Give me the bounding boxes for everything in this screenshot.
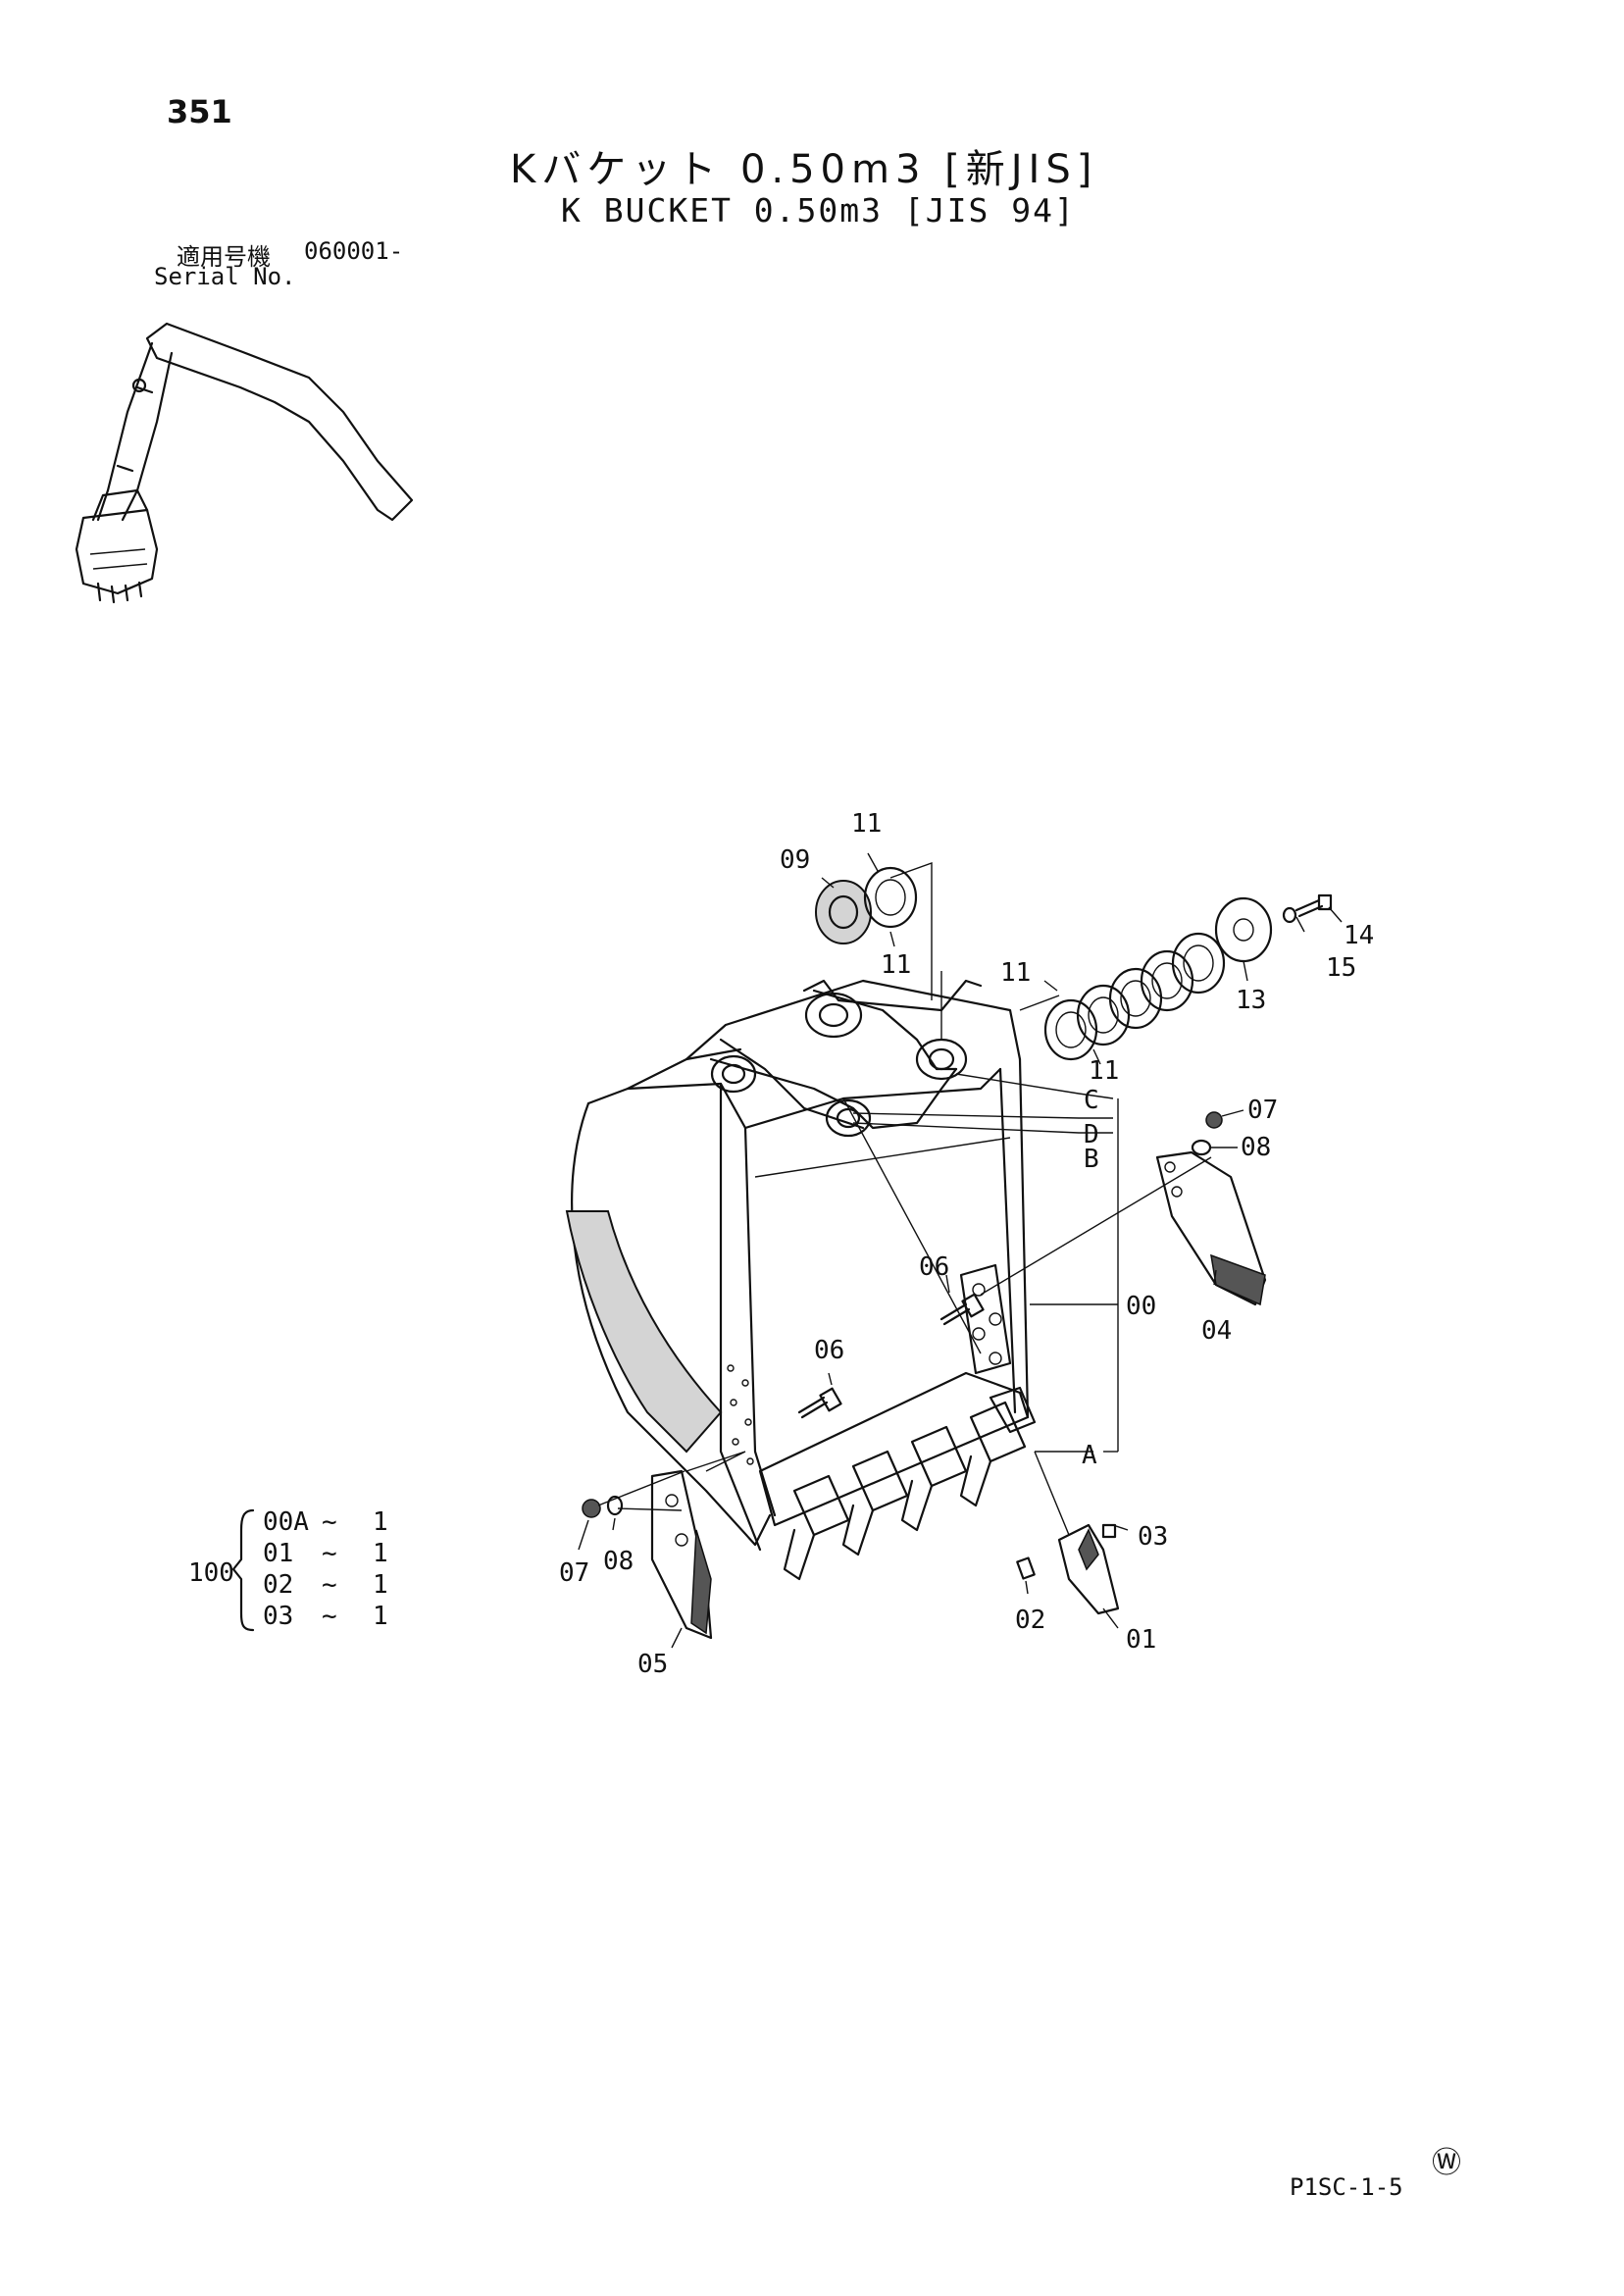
assembly-item-qty: 1 xyxy=(373,1507,388,1537)
assembly-item-code: 03 xyxy=(263,1602,293,1631)
assembly-item-symbol: ~ xyxy=(322,1507,337,1537)
assembly-item-symbol: ~ xyxy=(322,1602,337,1631)
callout-ref-a: A xyxy=(1082,1441,1097,1470)
callout-04: 04 xyxy=(1201,1316,1232,1346)
callout-ref-b: B xyxy=(1084,1145,1099,1174)
side-cutter-04 xyxy=(1155,1150,1267,1306)
callout-ref-d: D xyxy=(1084,1120,1099,1149)
excavator-arm-thumbnail xyxy=(75,322,414,604)
callout-00: 00 xyxy=(1126,1292,1156,1321)
assembly-group-list: 100 00A ~ 1 01 ~ 1 02 ~ 1 03 ~ 1 xyxy=(188,1507,388,1632)
page-title-japanese: Kバケット 0.50m3 [新JIS] xyxy=(510,147,1098,192)
assembly-item-code: 02 xyxy=(263,1570,293,1600)
page-title-english: K BUCKET 0.50m3 [JIS 94] xyxy=(561,191,1076,230)
callout-11: 11 xyxy=(851,809,882,839)
nuts-washers xyxy=(582,1111,1223,1518)
bucket-body xyxy=(565,979,1030,1552)
bucket-brackets xyxy=(709,971,983,1138)
page-code: P1SC-1-5 xyxy=(1290,2173,1403,2201)
assembly-item-qty: 1 xyxy=(373,1602,388,1631)
shims-washers xyxy=(815,866,1333,1061)
assembly-item-qty: 1 xyxy=(373,1539,388,1568)
callout-11: 11 xyxy=(1000,958,1031,988)
callout-06: 06 xyxy=(919,1252,949,1282)
tooth-detail xyxy=(1016,1523,1120,1615)
callout-labels: 11 09 11 11 11 13 15 14 C D B 07 08 00 0… xyxy=(559,809,1374,1679)
callout-02: 02 xyxy=(1015,1606,1045,1635)
callout-09: 09 xyxy=(780,845,810,875)
callout-07: 07 xyxy=(1247,1096,1278,1125)
callout-15: 15 xyxy=(1326,953,1356,983)
serial-label-japanese: 適用号機 xyxy=(177,243,271,271)
callout-05: 05 xyxy=(637,1650,668,1679)
callout-11: 11 xyxy=(881,950,911,980)
assembly-item-code: 00A xyxy=(263,1507,309,1537)
serial-number-value: 060001- xyxy=(304,237,404,265)
bolts-06 xyxy=(797,1293,985,1419)
assembly-item-symbol: ~ xyxy=(322,1570,337,1600)
callout-08: 08 xyxy=(1241,1133,1271,1162)
callout-ref-c: C xyxy=(1084,1086,1099,1115)
callout-01: 01 xyxy=(1126,1625,1156,1655)
callout-11: 11 xyxy=(1089,1056,1119,1086)
assembly-item-code: 01 xyxy=(263,1539,293,1568)
callout-03: 03 xyxy=(1138,1522,1168,1552)
callout-14: 14 xyxy=(1344,921,1374,950)
callout-08: 08 xyxy=(603,1547,634,1576)
assembly-item-symbol: ~ xyxy=(322,1539,337,1568)
manufacturer-mark: Ⓦ xyxy=(1432,2146,1461,2180)
leader-lines xyxy=(578,852,1343,1649)
bucket-teeth xyxy=(783,1386,1037,1581)
assembly-item-qty: 1 xyxy=(373,1570,388,1600)
page-number: 351 xyxy=(167,93,232,130)
callout-07: 07 xyxy=(559,1558,589,1588)
callout-13: 13 xyxy=(1236,986,1266,1015)
serial-label-english: Serial No. xyxy=(154,263,296,290)
wear-plate xyxy=(959,1263,1012,1375)
callout-06: 06 xyxy=(814,1336,844,1365)
side-cutter-05 xyxy=(650,1469,713,1640)
assembly-parent-number: 100 xyxy=(188,1558,234,1588)
